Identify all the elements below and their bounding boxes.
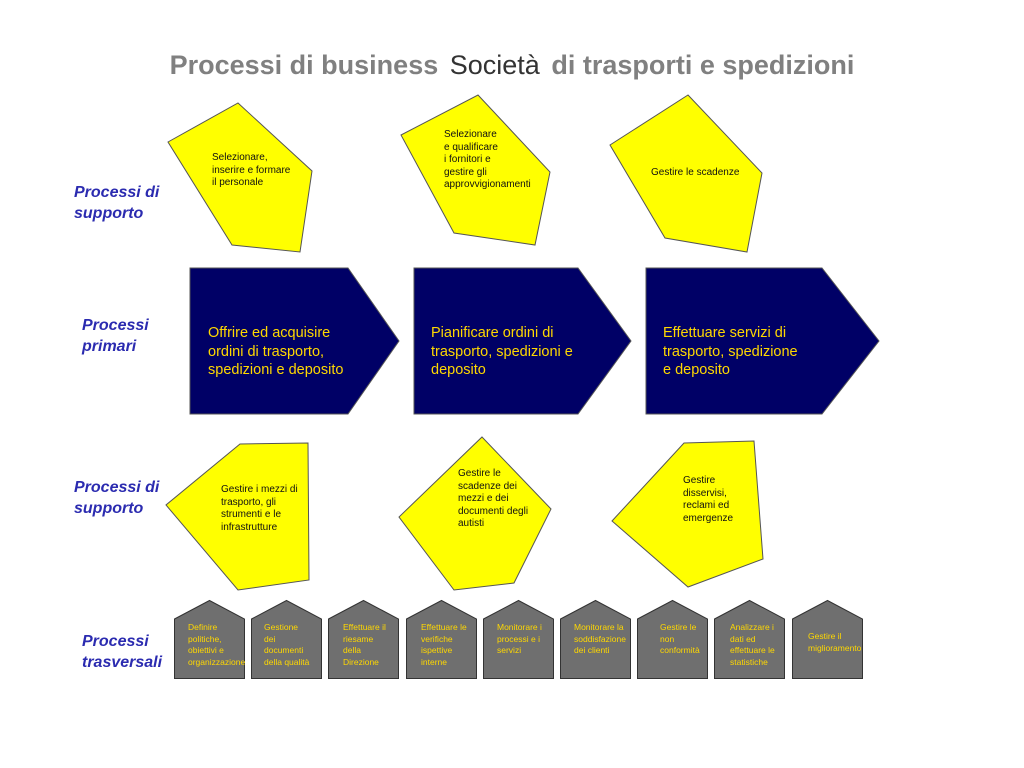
row-label-support-bottom: Processi di supporto	[74, 479, 160, 517]
support-bottom-text-3: Gestire disservisi, reclami ed emergenze	[683, 475, 734, 524]
support-bottom-shape-1	[165, 442, 310, 591]
primary-text-1: Offrire ed acquisire ordini di trasporto…	[208, 325, 344, 378]
transversal-text-6: Monitorare la soddisfazione dei clienti	[574, 622, 626, 655]
primary-shape-2	[413, 267, 632, 415]
primary-text-3: Effettuare servizi di trasporto, spedizi…	[663, 325, 798, 378]
transversal-shape-1	[174, 599, 245, 679]
support-top-shape-2	[400, 94, 551, 246]
support-top-text-1: Selezionare, inserire e formare il perso…	[212, 152, 291, 188]
support-bottom-text-1: Gestire i mezzi di trasporto, gli strume…	[221, 484, 298, 533]
support-top-text-2: Selezionare e qualificare i fornitori e …	[444, 129, 531, 190]
primary-shape-3	[645, 267, 880, 415]
support-bottom-shape-3	[611, 440, 764, 588]
primary-text-2: Pianificare ordini di trasporto, spedizi…	[431, 325, 573, 378]
transversal-text-8: Analizzare i dati ed effettuare le stati…	[730, 622, 775, 667]
row-label-support-top: Processi di supporto	[74, 184, 160, 222]
support-top-shape-1	[167, 102, 313, 253]
transversal-shape-3	[328, 599, 399, 679]
transversal-text-5: Monitorare i processi e i servizi	[497, 622, 542, 655]
support-top-shape-3	[609, 94, 763, 253]
support-bottom-text-2: Gestire le scadenze dei mezzi e dei docu…	[458, 468, 529, 529]
page-title: Processi di business Società di trasport…	[0, 50, 1024, 81]
primary-shape-1	[189, 267, 400, 415]
support-bottom-shape-2	[398, 436, 552, 591]
title-part-3: di trasporti e spedizioni	[551, 50, 855, 80]
row-label-primary: Processi primari	[82, 317, 149, 355]
support-top-text-3: Gestire le scadenze	[651, 167, 740, 178]
transversal-shape-8	[714, 599, 785, 679]
transversal-text-7: Gestire le non conformità	[660, 622, 700, 655]
transversal-shape-2	[251, 599, 322, 679]
title-part-2: Società	[449, 50, 540, 80]
transversal-shape-4	[406, 599, 477, 679]
transversal-text-2: Gestione dei documenti della qualità	[264, 622, 310, 667]
transversal-shape-7	[637, 599, 708, 679]
title-part-1: Processi di business	[169, 50, 439, 80]
transversal-text-9: Gestire il miglioramento	[808, 631, 862, 653]
transversal-text-4: Effettuare le verifiche ispettive intern…	[421, 622, 467, 667]
row-label-transversal: Processi trasversali	[82, 633, 163, 671]
transversal-shape-9	[792, 599, 863, 679]
transversal-text-1: Definire politiche, obiettivi e organizz…	[188, 622, 246, 667]
transversal-text-3: Effettuare il riesame della Direzione	[343, 622, 386, 667]
transversal-shape-6	[560, 599, 631, 679]
transversal-shape-5	[483, 599, 554, 679]
